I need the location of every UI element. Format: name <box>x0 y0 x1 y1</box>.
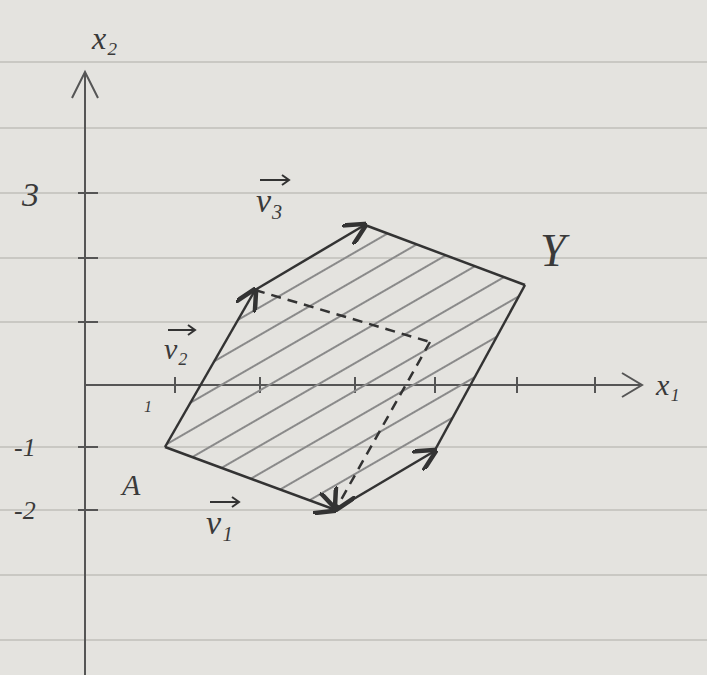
tick-label: -1 <box>14 435 36 461</box>
tick-label: 1 <box>144 399 152 415</box>
tick-label: 3 <box>22 178 39 212</box>
axes <box>72 72 642 675</box>
vector-label: v₁ <box>206 506 233 540</box>
vector-label: v₃ <box>256 184 283 218</box>
axis-label: x₁ <box>656 370 680 400</box>
axis-label: x₂ <box>92 22 117 54</box>
point-label: A <box>122 470 140 500</box>
shaded-region <box>165 225 525 510</box>
tick-label: -2 <box>14 498 36 524</box>
paper-lines <box>0 62 707 640</box>
hidden-edges <box>255 290 430 507</box>
solid-edges <box>165 225 525 510</box>
vector-label: v₂ <box>164 334 188 364</box>
point-label: Y <box>540 228 566 274</box>
